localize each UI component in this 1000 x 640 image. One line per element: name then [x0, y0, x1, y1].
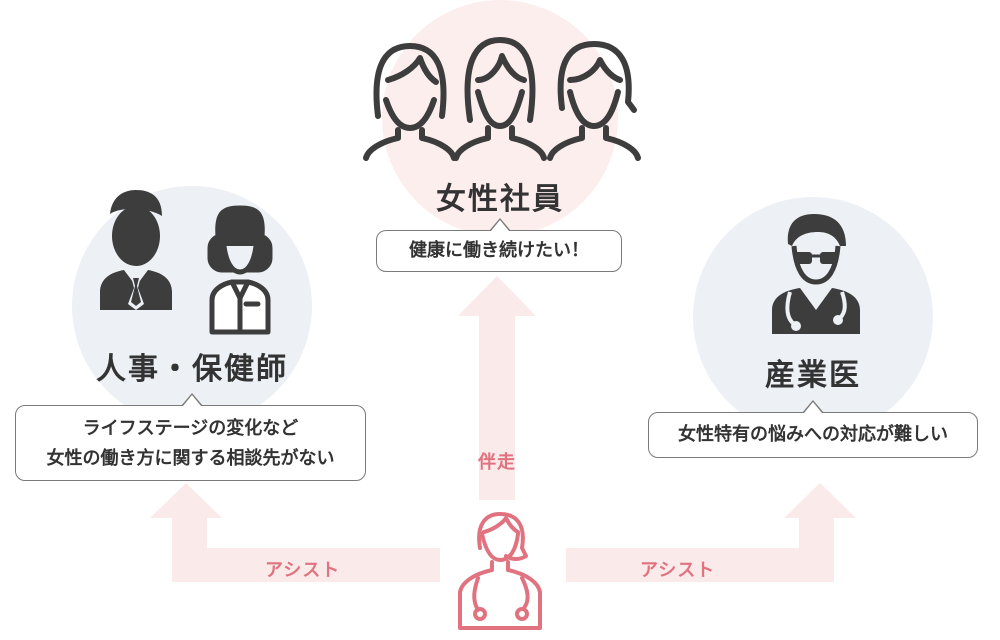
- left-group-bubble-line-2: 女性の働き方に関する相談先がない: [46, 448, 335, 469]
- up-arrow-label: 伴走: [478, 452, 516, 473]
- woman-icon: [547, 41, 641, 161]
- up-arrow: [458, 276, 536, 500]
- right-arrow-label: アシスト: [640, 560, 716, 581]
- top-group-bubble: 健康に働き続けたい！: [376, 218, 622, 272]
- woman-icon: [363, 43, 457, 161]
- businessman-icon: [100, 190, 172, 310]
- left-arrow-label: アシスト: [265, 560, 341, 581]
- left-group-bubble-line-1: ライフステージの変化など: [82, 418, 299, 439]
- top-group-bubble-text: 健康に働き続けたい！: [409, 240, 589, 261]
- female-doctor-icon: [458, 512, 542, 630]
- left-assist-arrow: [150, 483, 440, 582]
- nurse-icon: [207, 205, 273, 335]
- doctor-icon: [772, 214, 860, 334]
- right-group-bubble: 女性特有の悩みへの対応が難しい: [648, 400, 978, 458]
- right-assist-arrow: [566, 483, 856, 582]
- left-group-title: 人事・保健師: [96, 352, 288, 387]
- top-group-title: 女性社員: [436, 182, 564, 217]
- right-group-bubble-text: 女性特有の悩みへの対応が難しい: [678, 424, 948, 445]
- left-group-bubble: ライフステージの変化など 女性の働き方に関する相談先がない: [15, 393, 366, 481]
- right-group-title: 産業医: [765, 358, 861, 393]
- woman-icon: [453, 37, 547, 161]
